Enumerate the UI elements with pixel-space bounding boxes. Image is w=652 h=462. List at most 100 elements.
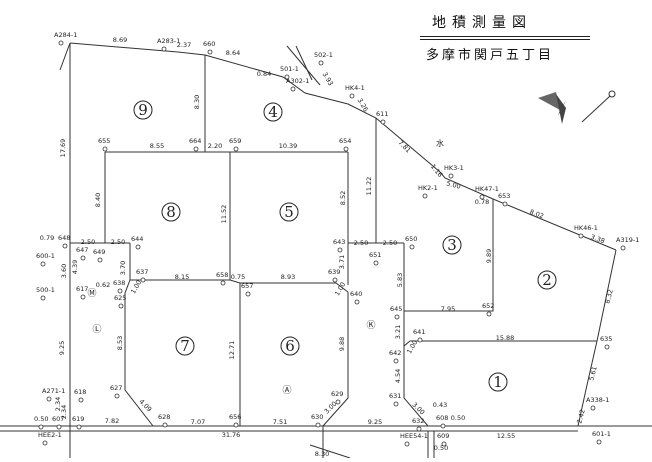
lot-circle-icon <box>537 270 557 290</box>
point-label: HK2-1 <box>418 184 438 192</box>
point-marker-icon <box>349 93 355 99</box>
title-rule <box>420 36 590 37</box>
road-lower3 <box>309 444 351 459</box>
survey-point: 0.50 <box>34 415 48 430</box>
survey-point: 630 <box>311 413 323 428</box>
survey-point: A319-1 <box>616 236 639 251</box>
point-marker-icon <box>393 358 399 364</box>
point-marker-icon <box>40 261 46 267</box>
point-label: 664 <box>189 137 201 145</box>
point-label: 501-1 <box>280 65 299 73</box>
dimension-label: 3.38 <box>590 233 606 245</box>
dimension-label: 5.61 <box>587 365 598 381</box>
lot3-bottom <box>404 199 494 312</box>
dimension-label: 8.69 <box>113 36 127 44</box>
survey-point: 657 <box>241 282 253 297</box>
title-box: 地積測量図 多摩市関戸五丁目 <box>420 8 590 64</box>
dimension-label: 7.82 <box>105 417 119 425</box>
dimension-label: 8.30 <box>193 95 201 109</box>
lot-label: 5 <box>284 203 294 221</box>
lot1-right <box>577 340 598 427</box>
dimension-label: 4.54 <box>394 369 402 383</box>
point-marker-icon <box>80 255 86 261</box>
dimension-label: 11.22 <box>365 177 373 196</box>
dimension-label: 0.50 <box>451 414 465 422</box>
point-label: 609 <box>437 432 449 440</box>
survey-point: 652 <box>482 302 494 317</box>
survey-point: A271-1 <box>42 387 65 402</box>
dimension-label: 7.51 <box>273 418 287 426</box>
survey-point: 659 <box>229 137 241 152</box>
survey-point: 650 <box>405 235 417 250</box>
lot-circle-icon <box>175 336 195 356</box>
point-label: 628 <box>158 413 170 421</box>
point-marker-icon <box>590 405 596 411</box>
dimension-label: 2.50 <box>111 238 125 246</box>
map-title: 地積測量図 <box>432 15 532 31</box>
survey-point: 655 <box>98 137 110 152</box>
point-marker-icon <box>233 422 239 428</box>
point-marker-icon <box>394 314 400 320</box>
survey-point: 641 <box>413 328 425 343</box>
lot-circle-icon <box>161 202 181 222</box>
point-label: 655 <box>98 137 110 145</box>
point-marker-icon <box>161 46 167 52</box>
lot6-right <box>322 292 349 427</box>
survey-point: 618 <box>74 388 86 403</box>
point-label: 647 <box>76 246 88 254</box>
survey-point: HEE54-1 <box>400 432 428 447</box>
point-marker-icon <box>404 441 410 447</box>
dimension-label: 2.50 <box>383 239 397 247</box>
road-mark: Ⓜ <box>87 288 96 299</box>
point-marker-icon <box>318 60 324 66</box>
survey-point: A283-1 <box>157 37 180 52</box>
lot-number: 2 <box>537 270 557 290</box>
survey-point: 601-1 <box>592 430 611 445</box>
point-marker-icon <box>578 233 584 239</box>
dimension-label: 0.75 <box>231 273 245 281</box>
dimension-label: 11.52 <box>220 205 228 224</box>
point-label: 601-1 <box>592 430 611 438</box>
point-label: 611 <box>376 110 388 118</box>
point-label: 640 <box>350 290 362 298</box>
dimension-label: 8.55 <box>150 142 164 150</box>
point-marker-icon <box>335 399 341 405</box>
dimension-label: 2.42 <box>575 408 586 424</box>
point-label: 660 <box>203 40 215 48</box>
survey-point: 502-1 <box>314 51 333 66</box>
point-label: 657 <box>241 282 253 290</box>
point-label: 625 <box>114 294 126 302</box>
dimension-label: 8.53 <box>116 336 124 350</box>
point-marker-icon <box>76 424 82 430</box>
point-marker-icon <box>118 303 124 309</box>
point-label: 631 <box>389 392 401 400</box>
point-label: HK47-1 <box>475 185 499 193</box>
survey-point: 648 <box>58 234 70 249</box>
survey-point: 644 <box>131 235 143 250</box>
dimension-label: 7.07 <box>191 418 205 426</box>
dimension-label: 8.64 <box>226 49 240 57</box>
point-label: 632 <box>412 417 424 425</box>
dimension-label: 17.69 <box>59 139 67 158</box>
point-label: 0.50 <box>34 415 48 423</box>
dimension-label: 1.16 <box>429 163 444 179</box>
dimension-label: 0.79 <box>40 234 54 242</box>
lot-number: 3 <box>442 235 462 255</box>
survey-point: A302-1 <box>286 77 309 92</box>
dimension-label: 3.71 <box>338 255 346 269</box>
lot-label: 1 <box>493 373 503 391</box>
point-label: HK4-1 <box>345 84 365 92</box>
dimension-label: 3.21 <box>394 325 402 339</box>
dimension-label: 9.25 <box>58 341 66 355</box>
survey-point: 607 <box>52 415 64 430</box>
survey-point: 600-1 <box>36 252 55 267</box>
point-label: A338-1 <box>586 396 609 404</box>
point-marker-icon <box>284 74 290 80</box>
point-label: 649 <box>93 248 105 256</box>
point-label: HEE54-1 <box>400 432 428 440</box>
point-marker-icon <box>417 337 423 343</box>
row-283 <box>130 279 349 293</box>
point-marker-icon <box>441 441 447 447</box>
point-label: 645 <box>390 305 402 313</box>
point-marker-icon <box>62 243 68 249</box>
